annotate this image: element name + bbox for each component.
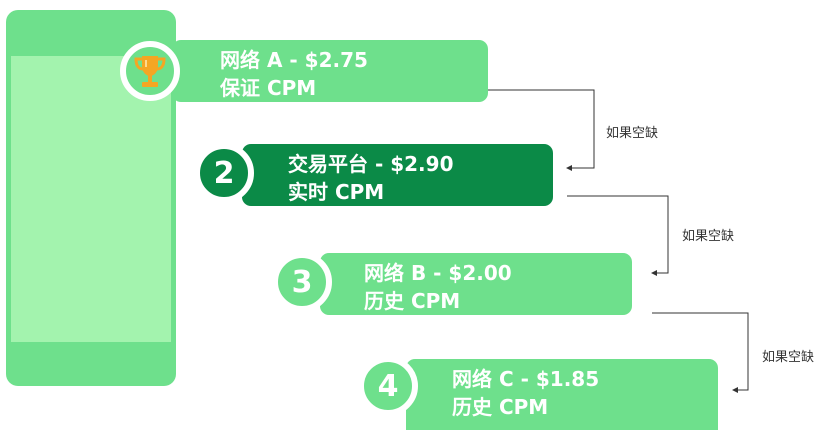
waterfall-card-exchange: 交易平台 - $2.90 实时 CPM: [242, 144, 553, 206]
waterfall-card-network-b: 网络 B - $2.00 历史 CPM: [320, 253, 632, 315]
rank-badge-1: [120, 41, 180, 101]
rank-number: 3: [291, 264, 313, 300]
rank-badge-2: 2: [194, 143, 254, 203]
fallback-label-1: 如果空缺: [606, 126, 659, 141]
fallback-label-2: 如果空缺: [682, 229, 735, 244]
connector-2-to-3: [567, 195, 669, 276]
card-title: 网络 C - $1.85: [452, 367, 600, 391]
waterfall-card-network-a: 网络 A - $2.75 保证 CPM: [172, 40, 488, 102]
card-title: 网络 B - $2.00: [364, 261, 512, 285]
rank-number: 2: [213, 155, 235, 191]
rank-badge-4: 4: [358, 356, 418, 416]
card-pricing: 历史 CPM: [364, 289, 461, 313]
rank-badge-3: 3: [272, 252, 332, 312]
phone-screen: [11, 56, 171, 342]
card-title: 交易平台 - $2.90: [288, 152, 454, 176]
trophy-icon: [134, 56, 166, 87]
card-title: 网络 A - $2.75: [220, 48, 368, 72]
card-pricing: 保证 CPM: [220, 76, 317, 100]
waterfall-card-network-c: 网络 C - $1.85 历史 CPM: [406, 359, 718, 430]
card-pricing: 实时 CPM: [288, 180, 385, 204]
fallback-label-3: 如果空缺: [762, 350, 815, 365]
connector-3-to-4: [652, 312, 749, 393]
rank-number: 4: [377, 368, 399, 404]
card-pricing: 历史 CPM: [452, 395, 549, 419]
connector-1-to-2: [488, 89, 595, 171]
